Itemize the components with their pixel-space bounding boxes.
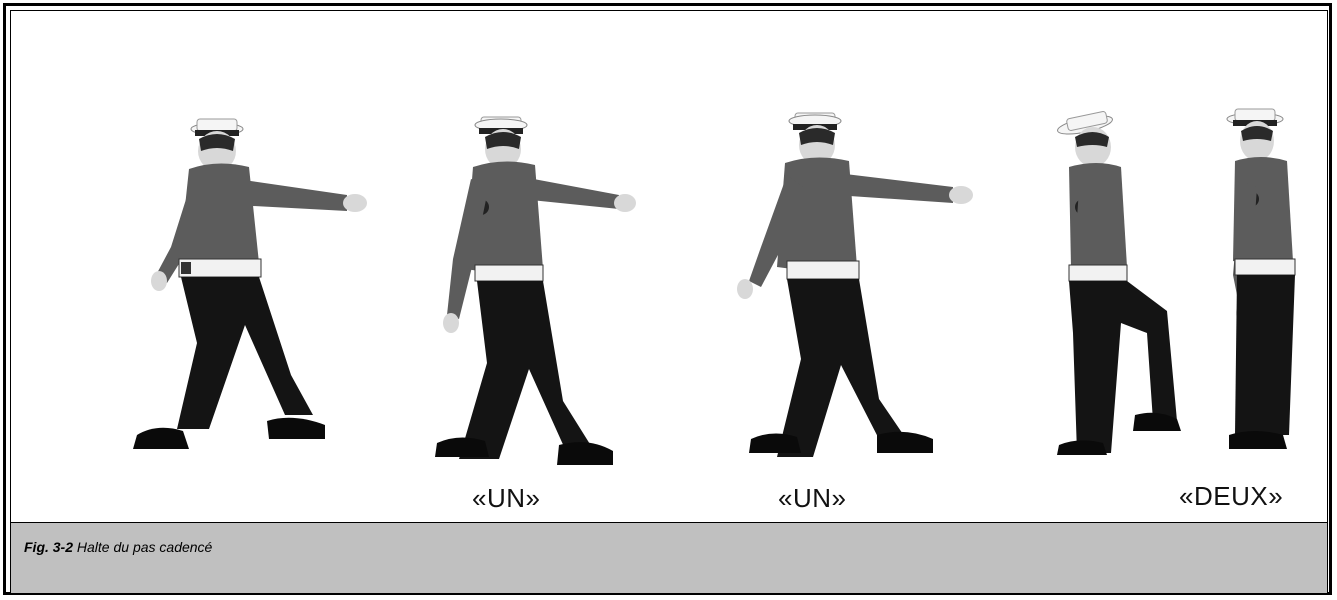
- cadet-figure-1: [89, 99, 389, 469]
- caption-bar: Fig. 3-2 Halte du pas cadencé: [11, 522, 1327, 593]
- cadence-label-deux: «DEUX»: [1179, 481, 1283, 512]
- caption-text: Halte du pas cadencé: [77, 539, 212, 555]
- cadence-label-un-2: «UN»: [778, 483, 846, 514]
- cadet-figure-3: [705, 95, 995, 475]
- cadet-figure-4: [1035, 95, 1205, 475]
- illustration-stage: «UN» «UN» «DEUX»: [11, 11, 1329, 523]
- cadence-label-un-1: «UN»: [472, 483, 540, 514]
- figure-caption: Fig. 3-2 Halte du pas cadencé: [24, 539, 212, 555]
- figure-frame: «UN» «UN» «DEUX» Fig. 3-2 Halte du pas c…: [10, 10, 1328, 594]
- cadet-figure-2: [411, 97, 661, 477]
- cadet-figure-5: [1207, 95, 1317, 475]
- caption-number: Fig. 3-2: [24, 539, 73, 555]
